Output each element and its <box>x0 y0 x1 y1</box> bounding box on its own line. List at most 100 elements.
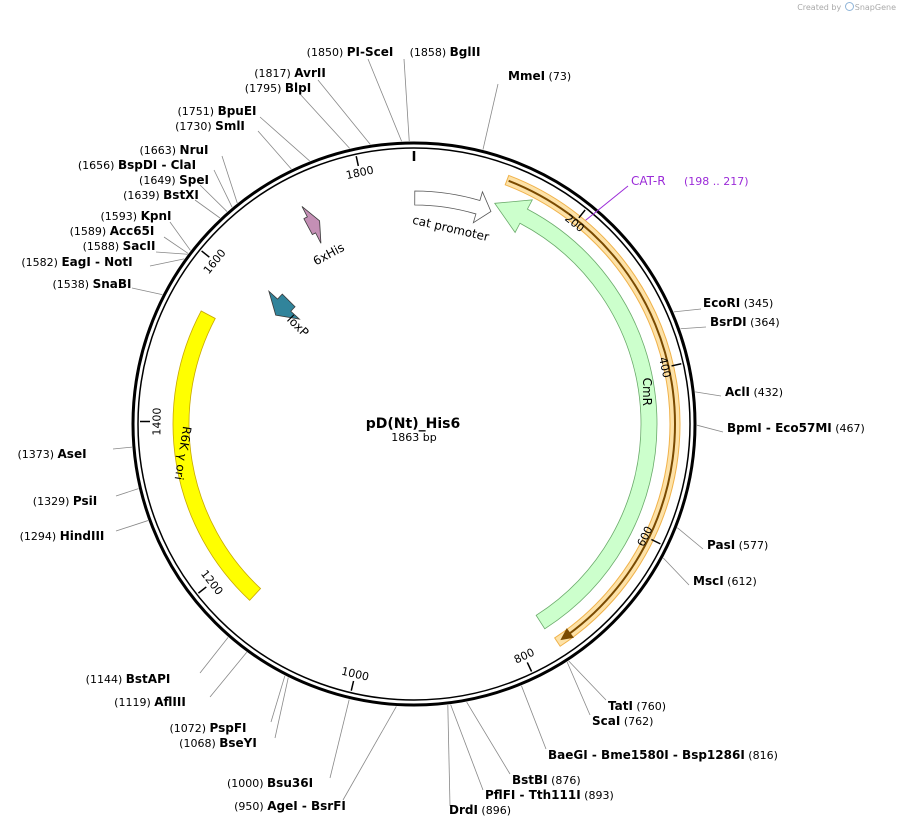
snapgene-logo-icon <box>844 2 854 11</box>
enzyme-separator: - <box>157 158 170 172</box>
enzyme-position: (345) <box>740 297 773 310</box>
tick-mark-1000 <box>350 680 355 691</box>
enzyme-name: AclI <box>725 385 750 399</box>
enzyme-label: BsrDI (364) <box>710 315 780 329</box>
enzyme-position: (364) <box>747 316 780 329</box>
enzyme-label: DrdI (896) <box>449 803 511 817</box>
enzyme-label: (1730) SmlI <box>175 119 245 133</box>
enzyme-site-bpmi: BpmI - Eco57MI (467) <box>696 421 865 435</box>
enzyme-name: KpnI <box>141 209 172 223</box>
enzyme-site-tati: TatI (760) <box>568 660 666 713</box>
enzyme-separator: - <box>91 255 104 269</box>
enzyme-separator: - <box>298 799 311 813</box>
enzyme-name: AflIII <box>154 695 186 709</box>
enzyme-leader-line <box>466 701 511 775</box>
enzyme-site-pi-scei: (1850) PI-SceI <box>307 45 402 142</box>
enzyme-separator: - <box>669 748 682 762</box>
enzyme-position: (1119) <box>114 696 154 709</box>
enzyme-site-pasi: PasI (577) <box>677 527 768 552</box>
enzyme-name: BsrFI <box>311 799 346 813</box>
enzyme-name: BstAPI <box>126 672 171 686</box>
tick-mark-1800 <box>355 156 360 167</box>
enzyme-site-blpi: (1795) BlpI <box>245 81 350 149</box>
tick-label-1000: 1000 <box>340 665 370 684</box>
enzyme-position: (896) <box>478 804 511 817</box>
enzyme-site-scai: ScaI (762) <box>566 661 653 728</box>
enzyme-leader-line <box>482 83 499 150</box>
tick-mark-200 <box>578 209 586 219</box>
feature-6xhis <box>301 206 322 244</box>
enzyme-name: AseI <box>58 447 87 461</box>
enzyme-name: Tth111I <box>529 788 581 802</box>
enzyme-name: BlpI <box>285 81 311 95</box>
enzyme-leader-line <box>403 58 410 142</box>
enzyme-position: (1373) <box>17 448 57 461</box>
enzyme-name: MscI <box>693 574 724 588</box>
enzyme-name: SacII <box>123 239 156 253</box>
enzyme-label: (1329) PsiI <box>33 494 97 508</box>
primer-range: (198 .. 217) <box>684 175 749 188</box>
enzyme-site-sacii: (1588) SacII <box>83 239 188 255</box>
enzyme-site-bpuei: (1751) BpuEI <box>177 104 310 162</box>
enzyme-site-bstapi: (1144) BstAPI <box>86 637 229 686</box>
enzyme-label: (1663) NruI <box>139 143 208 157</box>
enzyme-leader-line <box>112 446 132 450</box>
feature-label-cmr: CmR <box>640 378 654 406</box>
enzyme-label: (1068) BseYI <box>179 736 257 750</box>
enzyme-name: PsiI <box>73 494 97 508</box>
enzyme-leader-line <box>274 677 289 739</box>
enzyme-label: ScaI (762) <box>592 714 653 728</box>
enzyme-name: SpeI <box>179 173 209 187</box>
enzyme-label: EcoRI (345) <box>703 296 773 310</box>
enzyme-label: (1593) KpnI <box>101 209 172 223</box>
enzyme-name: BaeGI <box>548 748 588 762</box>
primer-leader-line <box>585 185 629 221</box>
enzyme-site-avrii: (1817) AvrII <box>254 66 371 145</box>
enzyme-position: (760) <box>633 700 666 713</box>
enzyme-name: BstBI <box>512 773 548 787</box>
enzyme-label: BaeGI - Bme1580I - Bsp1286I (816) <box>548 748 778 762</box>
enzyme-site-asei: (1373) AseI <box>17 446 132 461</box>
enzyme-site-snabi: (1538) SnaBI <box>53 277 163 296</box>
enzyme-position: (893) <box>581 789 614 802</box>
enzyme-leader-line <box>566 661 591 716</box>
enzyme-leader-line <box>257 130 292 170</box>
enzyme-label: (1850) PI-SceI <box>307 45 394 59</box>
tick-label-1800: 1800 <box>345 163 375 182</box>
enzyme-name: BsrDI <box>710 315 747 329</box>
enzyme-label: (1582) EagI - NotI <box>21 255 132 269</box>
enzyme-site-bglii: (1858) BglII <box>403 45 481 142</box>
enzyme-leader-line <box>673 308 702 313</box>
enzyme-name: PflFI <box>485 788 515 802</box>
enzyme-position: (1656) <box>78 159 118 172</box>
enzyme-label: (1588) SacII <box>83 239 156 253</box>
enzyme-leader-line <box>259 116 310 162</box>
tick-label-400: 400 <box>656 356 673 379</box>
tick-mark-800 <box>526 662 533 672</box>
enzyme-leader-line <box>317 79 371 145</box>
enzyme-position: (950) <box>234 800 267 813</box>
enzyme-site-kpni: (1593) KpnI <box>101 209 191 251</box>
enzyme-position: (1593) <box>101 210 141 223</box>
enzyme-leader-line <box>221 155 238 204</box>
enzyme-leader-line <box>149 258 185 267</box>
enzyme-site-afliii: (1119) AflIII <box>114 652 248 709</box>
enzyme-site-drdi: DrdI (896) <box>447 704 511 817</box>
feature-loxp <box>268 289 301 320</box>
enzyme-position: (1751) <box>177 105 217 118</box>
enzyme-site-psii: (1329) PsiI <box>33 488 139 508</box>
enzyme-site-ecori: EcoRI (345) <box>673 296 773 313</box>
plasmid-length: 1863 bp <box>391 431 436 444</box>
enzyme-leader-line <box>662 557 690 586</box>
tick-label-1400: 1400 <box>150 408 163 436</box>
enzyme-name: SmlI <box>215 119 245 133</box>
feature-label-6xhis: 6xHis <box>311 240 347 268</box>
enzyme-leader-line <box>568 660 607 701</box>
enzyme-name: BglII <box>450 45 481 59</box>
enzyme-site-bsrdi: BsrDI (364) <box>680 315 780 330</box>
enzyme-position: (1538) <box>53 278 93 291</box>
enzyme-label: (1795) BlpI <box>245 81 311 95</box>
brand-prefix: Created by <box>797 3 842 12</box>
enzyme-label: (1589) Acc65I <box>70 224 155 238</box>
enzyme-label: (1294) HindIII <box>20 529 105 543</box>
